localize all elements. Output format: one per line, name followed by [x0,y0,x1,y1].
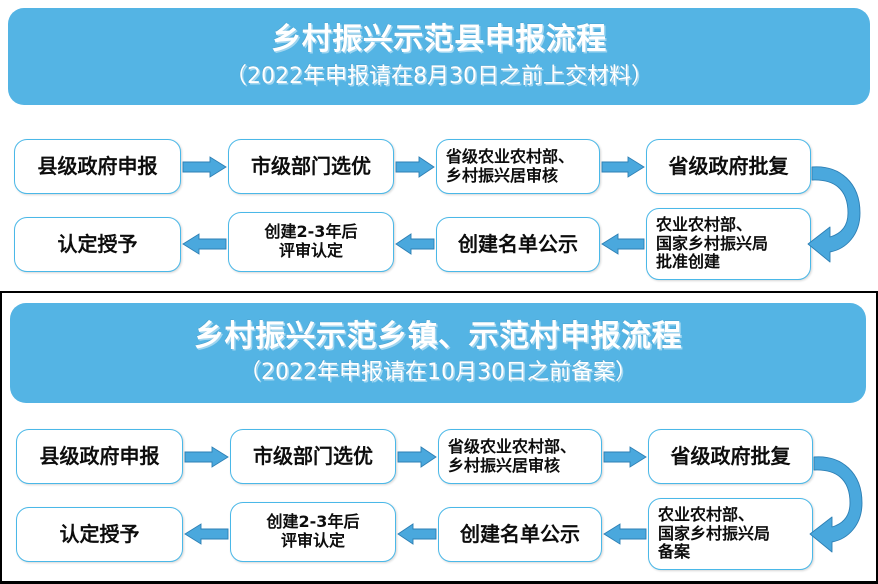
arrow-m2-to-m3 [397,446,437,468]
node-county-application-2[interactable]: 县级政府申报 [16,429,183,484]
section-1-title: 乡村振兴示范县申报流程 [271,22,607,58]
node-label: 农业农村部、 国家乡村振兴局 批准创建 [656,214,769,272]
node-label: 市级部门选优 [253,443,373,468]
section-2-title: 乡村振兴示范乡镇、示范村申报流程 [194,318,682,354]
node-provincial-review-2[interactable]: 省级农业农村部、 乡村振兴居审核 [438,429,602,484]
node-review-after-2-3-years[interactable]: 创建2-3年后 评审认定 [228,212,394,272]
arrow-n4-to-n5-curved [806,155,872,275]
node-label: 市级部门选优 [251,153,371,178]
node-label: 创建名单公示 [458,231,578,256]
node-label: 省级农业农村部、 乡村振兴居审核 [448,436,577,475]
node-certification-award[interactable]: 认定授予 [14,217,181,272]
node-label: 省级农业农村部、 乡村振兴居审核 [446,146,575,185]
arrow-m4-to-m5-curved [808,445,874,565]
arrow-n3-to-n4 [601,156,645,178]
node-provincial-approval-2[interactable]: 省级政府批复 [648,429,813,484]
node-provincial-review[interactable]: 省级农业农村部、 乡村振兴居审核 [436,139,600,194]
section-1-banner: 乡村振兴示范县申报流程 （2022年申报请在8月30日之前上交材料） [8,8,870,105]
node-label: 省级政府批复 [668,153,789,178]
arrow-n6-to-n7 [395,233,435,255]
arrow-m5-to-m6 [603,523,647,545]
node-review-after-2-3-years-2[interactable]: 创建2-3年后 评审认定 [230,502,396,562]
arrow-n2-to-n3 [395,156,435,178]
node-label: 县级政府申报 [37,153,158,178]
arrow-m3-to-m4 [603,446,647,468]
section-town-village-process: 乡村振兴示范乡镇、示范村申报流程 （2022年申报请在10月30日之前备案） 县… [0,291,878,584]
node-label: 创建名单公示 [460,521,580,546]
node-city-selection[interactable]: 市级部门选优 [228,139,394,194]
node-city-selection-2[interactable]: 市级部门选优 [230,429,396,484]
arrow-m1-to-m2 [184,446,229,468]
node-label: 创建2-3年后 评审认定 [264,222,358,260]
arrow-m6-to-m7 [397,523,437,545]
arrow-n1-to-n2 [182,156,227,178]
node-list-publicity[interactable]: 创建名单公示 [436,217,600,272]
node-list-publicity-2[interactable]: 创建名单公示 [438,507,602,562]
arrow-n7-to-n8 [182,233,227,255]
section-county-process: 乡村振兴示范县申报流程 （2022年申报请在8月30日之前上交材料） 县级政府申… [0,0,878,291]
node-provincial-approval[interactable]: 省级政府批复 [646,139,811,194]
node-certification-award-2[interactable]: 认定授予 [16,507,183,562]
node-county-application[interactable]: 县级政府申报 [14,139,181,194]
node-label: 认定授予 [59,521,140,546]
section-2-subtitle: （2022年申报请在10月30日之前备案） [239,360,637,386]
section-1-subtitle: （2022年申报请在8月30日之前上交材料） [225,63,653,89]
arrow-n5-to-n6 [601,233,645,255]
node-label: 创建2-3年后 评审认定 [266,512,360,550]
node-label: 农业农村部、 国家乡村振兴局 备案 [658,504,771,562]
node-ministry-approval-create[interactable]: 农业农村部、 国家乡村振兴局 批准创建 [646,208,811,280]
section-2-banner: 乡村振兴示范乡镇、示范村申报流程 （2022年申报请在10月30日之前备案） [10,303,866,403]
node-ministry-filing[interactable]: 农业农村部、 国家乡村振兴局 备案 [648,498,813,570]
node-label: 省级政府批复 [670,443,791,468]
arrow-m7-to-m8 [184,523,229,545]
node-label: 认定授予 [57,231,138,256]
node-label: 县级政府申报 [39,443,160,468]
